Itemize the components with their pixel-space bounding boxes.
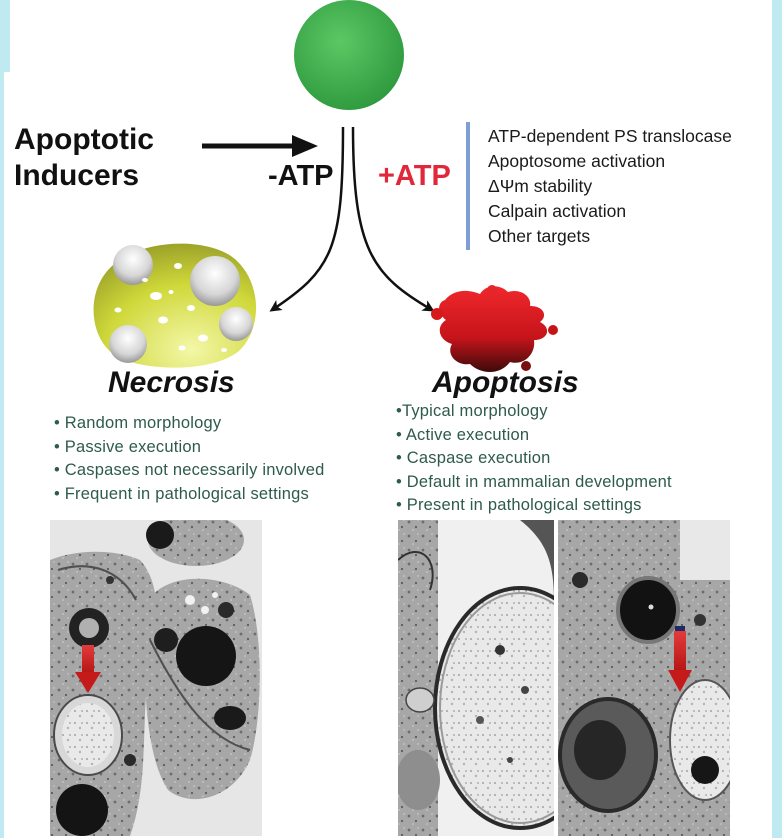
apoptosis-feature: •Typical morphology — [396, 402, 548, 420]
necrosis-feature-list: • Random morphology • Passive execution … — [54, 412, 325, 506]
minus-atp-label: -ATP — [268, 160, 334, 192]
healthy-cell — [294, 0, 404, 110]
inducers-line-2: Inducers — [14, 159, 140, 192]
targets-bracket — [466, 122, 470, 250]
inducers-line-1: Apoptotic — [14, 123, 154, 156]
apoptosis-title: Apoptosis — [432, 366, 579, 399]
atp-targets-list: ATP-dependent PS translocase Apoptosome … — [488, 124, 732, 249]
necrosis-title: Necrosis — [108, 366, 235, 399]
atp-target-item: ΔΨm stability — [488, 176, 593, 196]
apoptosis-micrograph-left — [398, 520, 554, 836]
apoptosis-feature: • Default in mammalian development — [396, 472, 672, 491]
apoptosis-feature: • Active execution — [396, 425, 530, 444]
apoptosis-micrograph-right — [558, 520, 730, 836]
apoptotic-cell — [431, 285, 558, 372]
atp-target-item: Other targets — [488, 226, 591, 246]
apoptosis-micrograph-arrow — [674, 631, 686, 673]
apoptotic-inducers-label: Apoptotic Inducers — [14, 122, 154, 194]
atp-target-item: Apoptosome activation — [488, 151, 666, 171]
necrosis-micrograph-arrow — [82, 645, 94, 675]
necrosis-feature: • Random morphology — [54, 414, 222, 432]
necrosis-feature: • Passive execution — [54, 437, 202, 456]
necrosis-feature: • Frequent in pathological settings — [54, 484, 309, 503]
plus-atp-label: +ATP — [378, 160, 451, 192]
atp-target-item: ATP-dependent PS translocase — [488, 126, 732, 146]
apoptosis-feature: • Caspase execution — [396, 449, 551, 467]
apoptosis-feature-list: •Typical morphology • Active execution •… — [396, 400, 672, 518]
necrotic-cell — [93, 243, 257, 368]
necrosis-micrograph — [50, 520, 262, 836]
necrosis-pathway-arrow — [269, 126, 345, 312]
atp-target-item: Calpain activation — [488, 201, 627, 221]
necrosis-feature: • Caspases not necessarily involved — [54, 461, 325, 479]
apoptosis-pathway-arrow — [351, 126, 435, 312]
apoptosis-feature: • Present in pathological settings — [396, 496, 642, 514]
